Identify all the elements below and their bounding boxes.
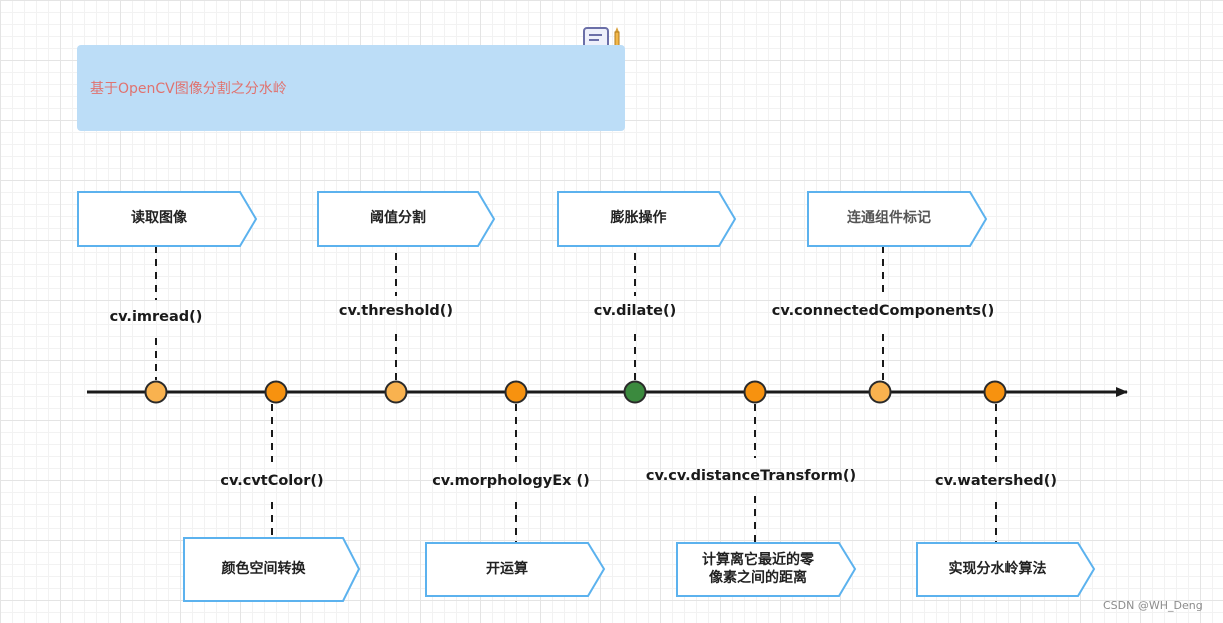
step-label-2: 颜色空间转换 xyxy=(221,561,306,577)
function-label-3: cv.threshold() xyxy=(338,303,454,319)
function-label-8: cv.watershed() xyxy=(935,473,1057,489)
timeline-node-step-2 xyxy=(264,380,288,404)
timeline-node-step-7 xyxy=(868,380,892,404)
step-label-6: 计算离它最近的零 像素之间的距离 xyxy=(677,551,839,587)
function-label-1: cv.imread() xyxy=(109,309,203,325)
timeline-node-step-4 xyxy=(504,380,528,404)
timeline-node-step-8 xyxy=(983,380,1007,404)
step-label-6-line-1: 计算离它最近的零 xyxy=(702,552,814,568)
timeline-node-step-3 xyxy=(384,380,408,404)
step-label-1: 读取图像 xyxy=(131,210,187,226)
function-label-4: cv.morphologyEx () xyxy=(432,473,590,489)
function-label-5: cv.dilate() xyxy=(593,303,677,319)
timeline-node-step-5 xyxy=(623,380,647,404)
step-label-5: 膨胀操作 xyxy=(610,210,667,226)
watermark: CSDN @WH_Deng xyxy=(1103,599,1203,612)
step-label-6-line-2: 像素之间的距离 xyxy=(709,570,807,586)
diagram-title: 基于OpenCV图像分割之分水岭 xyxy=(90,81,287,97)
timeline-node-step-1 xyxy=(144,380,168,404)
title-banner: 基于OpenCV图像分割之分水岭 xyxy=(77,45,625,131)
step-box-6 xyxy=(676,542,857,597)
step-label-4: 开运算 xyxy=(486,561,528,577)
step-box-5 xyxy=(557,191,737,247)
step-box-4 xyxy=(425,542,606,597)
step-box-3 xyxy=(317,191,496,247)
step-box-1 xyxy=(77,191,258,247)
step-label-7: 连通组件标记 xyxy=(847,210,931,226)
function-label-2: cv.cvtColor() xyxy=(220,473,324,489)
step-box-8 xyxy=(916,542,1096,597)
step-label-8: 实现分水岭算法 xyxy=(948,561,1047,577)
step-box-7 xyxy=(807,191,988,247)
function-label-7: cv.connectedComponents() xyxy=(771,303,995,319)
timeline-node-step-6 xyxy=(743,380,767,404)
note-edit-icon[interactable] xyxy=(582,26,628,54)
step-label-3: 阈值分割 xyxy=(370,210,426,226)
step-box-2 xyxy=(183,537,361,602)
function-label-6: cv.cv.distanceTransform() xyxy=(645,468,857,484)
